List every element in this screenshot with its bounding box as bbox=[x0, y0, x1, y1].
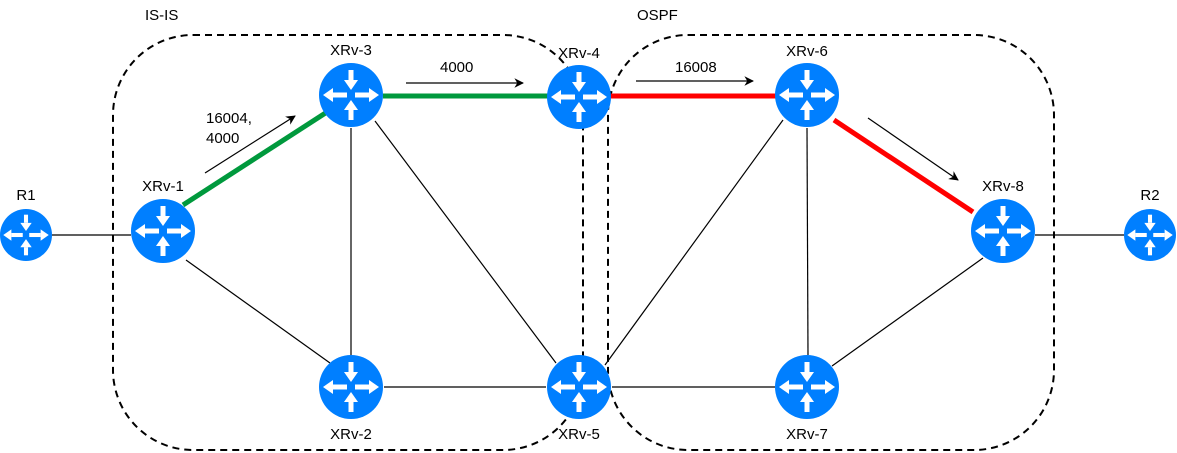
link-xrv6-xrv7 bbox=[806, 127, 809, 356]
router-r2[interactable]: R2 bbox=[1124, 187, 1176, 261]
router-icon bbox=[319, 355, 383, 419]
router-xrv4[interactable]: XRv-4 bbox=[547, 45, 611, 129]
router-icon bbox=[1124, 209, 1176, 261]
router-xrv6[interactable]: XRv-6 bbox=[775, 43, 839, 127]
router-icon bbox=[131, 199, 195, 263]
router-xrv3[interactable]: XRv-3 bbox=[319, 42, 383, 127]
router-icon bbox=[775, 63, 839, 127]
router-label: XRv-4 bbox=[558, 45, 600, 62]
router-icon bbox=[775, 355, 839, 419]
ospf-domain-label: OSPF bbox=[637, 7, 678, 24]
router-label: R2 bbox=[1140, 187, 1159, 204]
path-xrv1-xrv3 bbox=[181, 109, 329, 208]
router-label: XRv-1 bbox=[142, 178, 184, 195]
label-sid-line2: 4000 bbox=[206, 130, 239, 147]
router-label: R1 bbox=[16, 187, 35, 204]
link-xrv3-xrv5 bbox=[374, 120, 557, 364]
link-xrv5-xrv6 bbox=[604, 119, 784, 366]
router-label: XRv-8 bbox=[982, 178, 1024, 195]
router-xrv5[interactable]: XRv-5 bbox=[547, 355, 611, 443]
router-label: XRv-2 bbox=[330, 426, 372, 443]
arrow-xrv6-xrv8 bbox=[867, 117, 959, 181]
router-label: XRv-6 bbox=[786, 43, 828, 60]
isis-domain-label: IS-IS bbox=[145, 7, 178, 24]
router-xrv1[interactable]: XRv-1 bbox=[131, 178, 195, 263]
path-xrv6-xrv8 bbox=[832, 117, 975, 215]
router-label: XRv-5 bbox=[558, 426, 600, 443]
links bbox=[52, 119, 1124, 388]
router-xrv7[interactable]: XRv-7 bbox=[775, 355, 839, 443]
router-xrv8[interactable]: XRv-8 bbox=[971, 178, 1035, 263]
router-label: XRv-7 bbox=[786, 426, 828, 443]
label-xrv3-xrv4: 4000 bbox=[440, 59, 473, 76]
router-xrv2[interactable]: XRv-2 bbox=[319, 355, 383, 443]
router-r1[interactable]: R1 bbox=[0, 187, 52, 261]
router-label: XRv-3 bbox=[330, 42, 372, 59]
router-icon bbox=[971, 199, 1035, 263]
router-icon bbox=[319, 63, 383, 127]
router-icon bbox=[547, 355, 611, 419]
link-xrv1-xrv2 bbox=[185, 259, 331, 364]
link-xrv7-xrv8 bbox=[831, 257, 984, 367]
label-xrv4-xrv6: 16008 bbox=[675, 59, 717, 76]
label-sid-line1: 16004, bbox=[206, 110, 252, 127]
router-icon bbox=[547, 65, 611, 129]
arrow-xrv1-xrv3 bbox=[204, 115, 296, 174]
router-icon bbox=[0, 209, 52, 261]
